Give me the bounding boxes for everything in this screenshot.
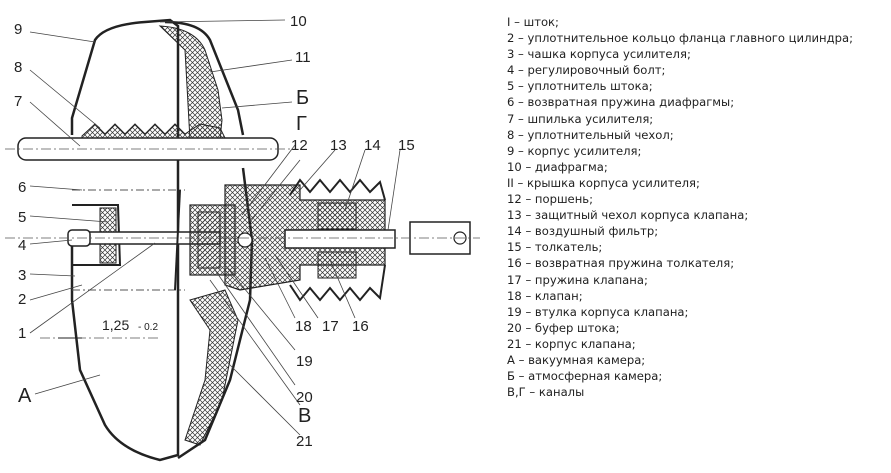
legend-item: 8 – уплотнительный чехол; bbox=[507, 127, 674, 142]
booster-housing bbox=[70, 18, 180, 462]
callout-6: 6 bbox=[18, 179, 26, 196]
callout-10: 10 bbox=[290, 13, 307, 30]
dimension-value: 1,25 bbox=[102, 317, 129, 333]
legend-item: В,Г – каналы bbox=[507, 385, 585, 400]
callout-12: 12 bbox=[291, 137, 308, 154]
dimension-tolerance: - 0.2 bbox=[138, 322, 158, 333]
legend-item: 9 – корпус усилителя; bbox=[507, 143, 642, 158]
callout-18: 18 bbox=[295, 318, 312, 335]
callout-17: 17 bbox=[322, 318, 339, 335]
legend-item: 6 – возвратная пружина диафрагмы; bbox=[507, 95, 735, 110]
protective-boot bbox=[289, 178, 386, 302]
legend-item: II – крышка корпуса усилителя; bbox=[507, 175, 700, 190]
air-filter-lower bbox=[317, 251, 357, 279]
callout-11: 11 bbox=[295, 49, 311, 66]
callout-7: 7 bbox=[14, 93, 22, 110]
seal-boot bbox=[81, 123, 226, 139]
legend-item: 19 – втулка корпуса клапана; bbox=[507, 304, 689, 319]
valve-ball bbox=[237, 232, 253, 248]
parts-legend: I – шток; 2 – уплотнительное кольцо фланц… bbox=[507, 14, 877, 400]
pushrod bbox=[284, 229, 396, 249]
legend-item: 4 – регулировочный болт; bbox=[507, 63, 666, 78]
legend-item: 15 – толкатель; bbox=[507, 240, 603, 255]
legend-item: 18 – клапан; bbox=[507, 288, 583, 303]
legend-item: 14 – воздушный фильтр; bbox=[507, 224, 659, 239]
legend-item: I – шток; bbox=[507, 15, 559, 29]
callout-21: 21 bbox=[296, 433, 313, 450]
legend-item: 7 – шпилька усилителя; bbox=[507, 111, 654, 126]
callout-5: 5 bbox=[18, 209, 26, 226]
legend-item: 21 – корпус клапана; bbox=[507, 336, 636, 351]
air-filter bbox=[317, 202, 357, 230]
callout-atmospheric-chamber: Б bbox=[296, 87, 309, 109]
legend-item: Б – атмосферная камера; bbox=[507, 369, 663, 384]
callout-4: 4 bbox=[18, 237, 26, 254]
callout-channel-v: В bbox=[298, 405, 311, 427]
callout-9: 9 bbox=[14, 21, 22, 38]
callout-13: 13 bbox=[330, 137, 347, 154]
legend-item: 17 – пружина клапана; bbox=[507, 272, 648, 287]
legend-item: 13 – защитный чехол корпуса клапана; bbox=[507, 208, 749, 223]
brake-booster-diagram: 1,25 - 0.2 1 2 3 4 5 6 7 8 9 10 11 12 13… bbox=[5, 13, 480, 462]
legend-item: 16 – возвратная пружина толкателя; bbox=[507, 256, 735, 271]
legend-item: 3 – чашка корпуса усилителя; bbox=[507, 47, 691, 62]
diaphragm-lower bbox=[184, 289, 239, 446]
diaphragm bbox=[158, 25, 223, 141]
legend-item: 5 – уплотнитель штока; bbox=[507, 79, 653, 94]
callout-1: 1 bbox=[18, 325, 26, 342]
callout-2: 2 bbox=[18, 291, 26, 308]
callout-channel-g: Г bbox=[296, 113, 307, 135]
callout-3: 3 bbox=[18, 267, 26, 284]
callout-14: 14 bbox=[364, 137, 381, 154]
piston-core bbox=[197, 211, 221, 269]
callout-8: 8 bbox=[14, 59, 22, 76]
callout-15: 15 bbox=[398, 137, 415, 154]
legend-item: 12 – поршень; bbox=[507, 192, 594, 207]
callout-19: 19 bbox=[296, 353, 313, 370]
legend-item: 20 – буфер штока; bbox=[507, 320, 620, 335]
callout-16: 16 bbox=[352, 318, 369, 335]
legend-item: А – вакуумная камера; bbox=[507, 352, 646, 367]
legend-item: 2 – уплотнительное кольцо фланца главног… bbox=[507, 31, 853, 46]
callout-vacuum-chamber: А bbox=[18, 385, 32, 407]
legend-item: 10 – диафрагма; bbox=[507, 159, 608, 174]
callout-20: 20 bbox=[296, 389, 313, 406]
